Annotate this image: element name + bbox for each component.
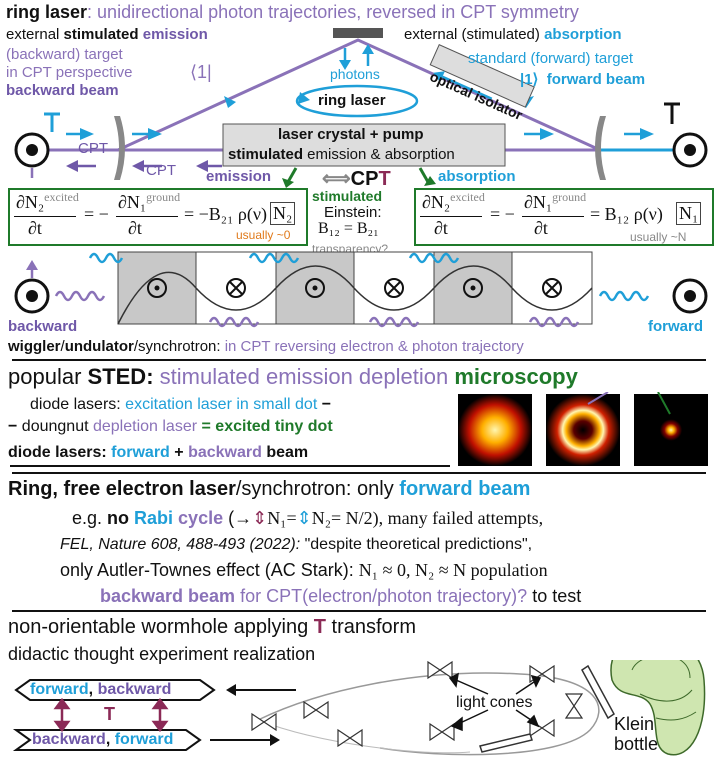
wormhole-subtitle: didactic thought experiment realization (8, 644, 316, 664)
ring-path (117, 38, 601, 152)
excitation-spot-image (458, 394, 532, 466)
divider-1 (12, 359, 706, 361)
absorption-eq-num2: ∂N₁ground (524, 190, 587, 212)
bottom-ship (12, 729, 202, 751)
wormhole-diagram (12, 660, 706, 756)
emission-eq-den2: ∂t (128, 218, 142, 238)
klein-label-1: Klein (614, 714, 655, 734)
usually-n: usually ~N (630, 230, 687, 244)
laser-crystal (222, 123, 506, 167)
emission-eq-den1: ∂t (28, 218, 42, 238)
usually-zero: usually ~0 (236, 228, 291, 242)
absorption-eq-den2: ∂t (534, 218, 548, 238)
wormhole-title: non-orientable wormhole applying T trans… (8, 616, 416, 638)
emission-eq-N2: N₂ (270, 202, 296, 225)
klein-label-2: bottle (614, 734, 659, 754)
klein-bottle (610, 660, 706, 756)
cpt-center: ⟺CPT (322, 168, 391, 190)
ring-left-line2: (backward) target (6, 46, 123, 63)
ring-right-line1: external (stimulated) absorption (404, 26, 622, 43)
photons-label: photons (330, 66, 380, 82)
ring-laser-label: ring laser (318, 92, 386, 109)
emission-eq-minus: = − (84, 204, 109, 224)
backward-label: backward (8, 318, 78, 335)
crystal-label1: laser crystal + pump (278, 126, 424, 143)
wiggler-diagram (14, 251, 708, 328)
absorption-eq-num: ∂N₂excited (422, 190, 485, 212)
fel-line4: backward beam for CPT(electron/photon tr… (100, 586, 582, 606)
ring-title: ring laser: unidirectional photon trajec… (6, 2, 579, 22)
ring-right-line2: standard (forward) target (468, 50, 634, 67)
right-mirror (595, 116, 606, 180)
ring-laser-ellipse (295, 84, 419, 118)
top-ship-label: forward, backward (30, 681, 172, 698)
fel-line3: only Autler-Townes effect (AC Stark): N₁… (60, 560, 548, 580)
top-mirror (333, 28, 383, 38)
ring-right-line2b: |1⟩ forward beam (520, 71, 646, 88)
emission-eq-num2: ∂N₁ground (118, 190, 181, 212)
stimulated-label: stimulated (312, 188, 383, 204)
emission-eq-rhs: = −B₂₁ ρ(ν) (184, 204, 267, 224)
ring-left-line1: external stimulated emission (6, 26, 208, 43)
top-ship (14, 679, 216, 701)
t-transform-label: T (104, 704, 115, 724)
ring-left-line3: backward beam (6, 82, 119, 99)
sted-images (458, 392, 708, 466)
emission-label: emission (206, 168, 272, 185)
fel-line2: FEL, Nature 608, 488-493 (2022): "despit… (60, 536, 533, 553)
emission-eq-num: ∂N₂excited (16, 190, 79, 212)
forward-label: forward (648, 318, 704, 335)
emission-absorption-arrows (282, 167, 436, 188)
fel-title: Ring, free electron laser/synchrotron: o… (8, 478, 531, 500)
absorption-eq-rhs: = B₁₂ ρ(ν) (590, 204, 663, 224)
ring-laser-diagram (14, 28, 708, 180)
crystal-label2: stimulated emission & absorption (228, 146, 455, 163)
absorption-equation-box (414, 188, 714, 246)
ring-left-line2b: in CPT perspective (6, 64, 133, 81)
absorption-eq-minus: = − (490, 204, 515, 224)
absorption-eq-N1: N₁ (676, 202, 702, 225)
divider-2 (12, 472, 706, 474)
bottom-ship-label: backward, forward (32, 731, 174, 748)
optical-isolator (429, 44, 535, 108)
donut-depletion-image (546, 394, 620, 466)
cpt-left-2: CPT (146, 162, 176, 179)
einstein-label: Einstein: (324, 204, 382, 221)
wiggler-caption: wiggler/undulator/synchrotron: in CPT re… (8, 338, 524, 355)
cpt-left-1: CPT (78, 140, 108, 157)
absorption-label: absorption (438, 168, 516, 185)
sted-line2: − doungnut depletion laser = excited tin… (8, 418, 333, 435)
einstein-eq: B₁₂ = B₂₁ (318, 220, 379, 237)
fel-line1: e.g. no Rabi cycle (→⇕N₁=⇕N₂= N/2), many… (72, 508, 544, 528)
sted-line1: diode lasers: excitation laser in small … (30, 396, 332, 413)
sted-title: popular STED: stimulated emission deplet… (8, 364, 578, 389)
divider-3 (12, 610, 706, 612)
left-mirror (114, 116, 125, 180)
sted-line3: diode lasers: forward + backward beam (8, 444, 309, 461)
light-cones-label: light cones (456, 694, 533, 711)
ket-left: ⟨1| (190, 62, 212, 82)
tiny-dot-image (634, 394, 708, 466)
absorption-eq-den1: ∂t (434, 218, 448, 238)
emission-equation-box (8, 188, 308, 246)
